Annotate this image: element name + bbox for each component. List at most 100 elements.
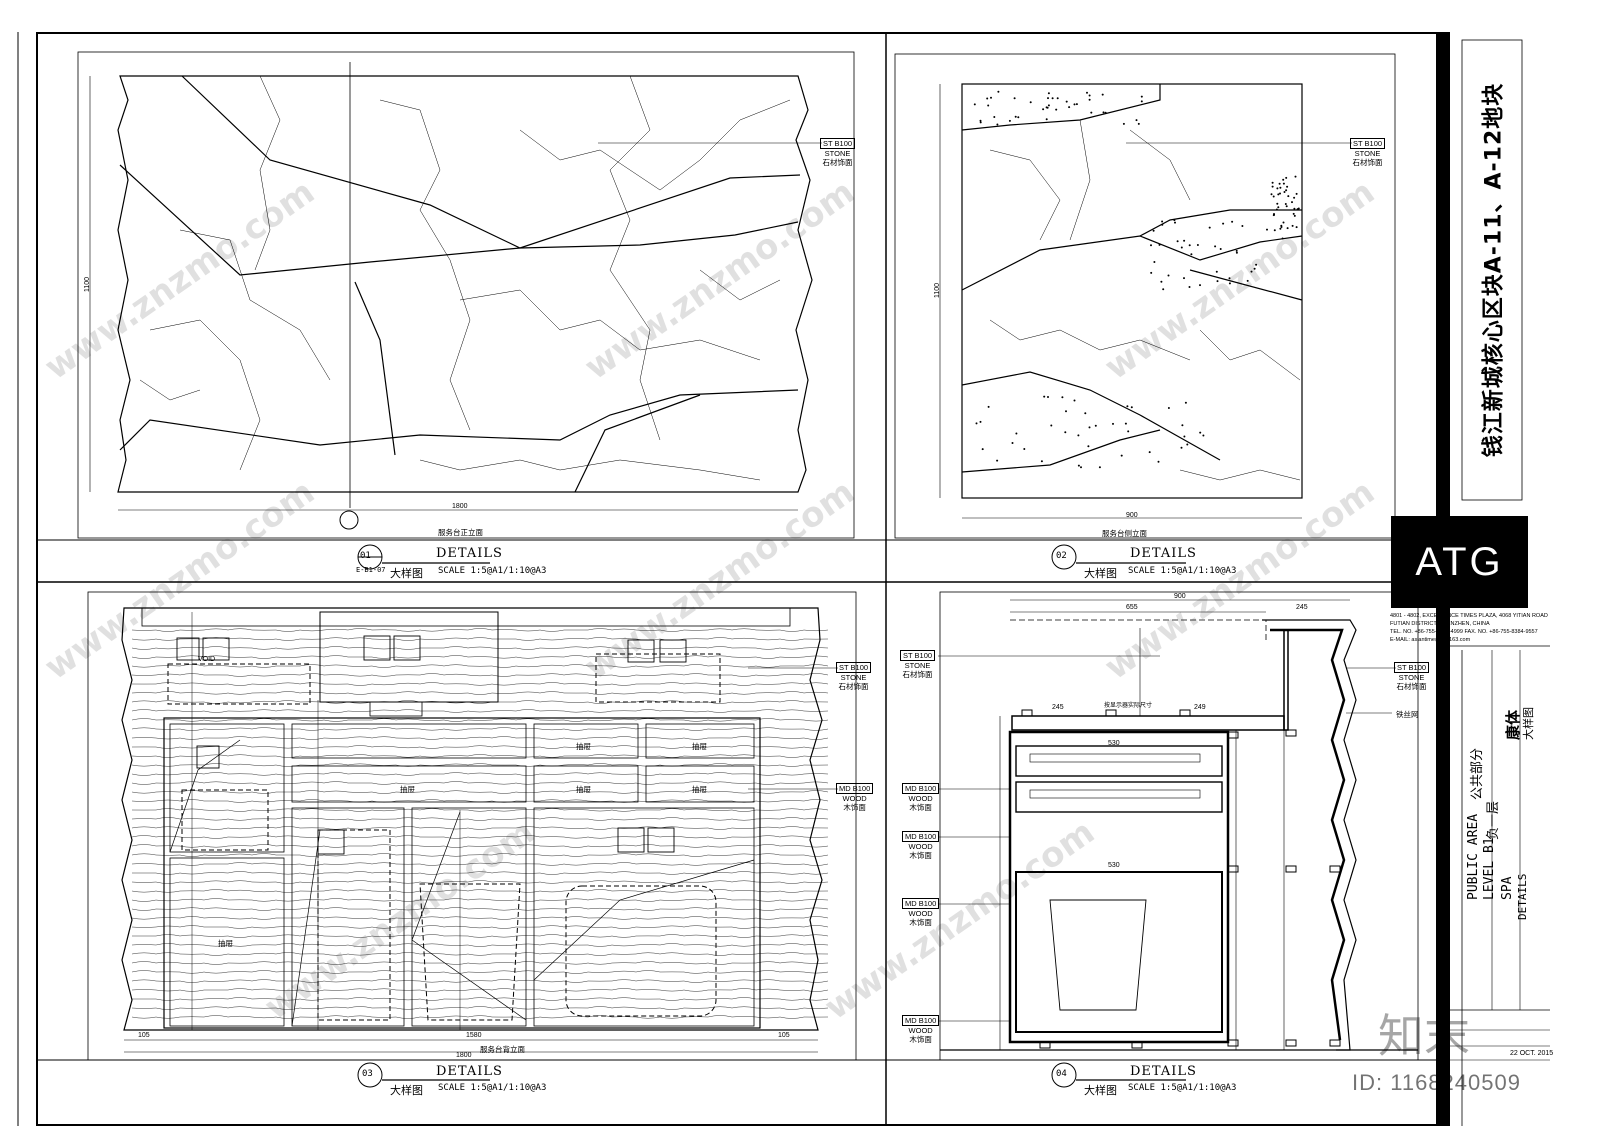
stone-speckle xyxy=(1153,261,1156,263)
stone-speckle xyxy=(1215,270,1218,273)
stone-speckle xyxy=(1293,196,1296,199)
stone-speckle xyxy=(1271,185,1274,188)
panel-01-drawing-name: 服务台正立面 xyxy=(438,528,483,537)
level-en: LEVEL B1 xyxy=(1482,837,1497,900)
stone-speckle xyxy=(1088,98,1091,101)
wood-grain-line xyxy=(131,925,829,929)
wood-grain-line xyxy=(131,745,829,749)
stone-speckle xyxy=(1253,267,1256,270)
material-code: MD B100 xyxy=(902,1015,940,1026)
stone-speckle xyxy=(1277,193,1280,196)
stone-speckle xyxy=(1295,192,1298,195)
panel-03-width-dim: 1800 xyxy=(456,1052,472,1059)
stone-speckle xyxy=(1174,221,1176,224)
wood-grain-line xyxy=(131,844,829,848)
stone-speckle xyxy=(1040,460,1043,463)
stone-speckle xyxy=(981,448,984,451)
stone-speckle xyxy=(1045,106,1048,109)
stone-speckle xyxy=(1270,193,1273,196)
wood-grain-line xyxy=(131,943,829,947)
drawer-label: 抽屉 xyxy=(692,742,707,751)
wood-grain-line xyxy=(131,691,829,695)
stone-speckle xyxy=(1294,175,1297,178)
wood-grain-line xyxy=(131,727,829,731)
wood-grain-line xyxy=(131,646,829,650)
stone-speckle xyxy=(1276,187,1279,190)
stone-speckle xyxy=(990,96,992,99)
stone-speckle xyxy=(1246,279,1249,282)
stone-speckle xyxy=(979,420,982,423)
stone-speckle xyxy=(1293,214,1296,217)
monitor-note: 按显示器实际尺寸 xyxy=(1104,703,1153,709)
panel-04-dim-655: 655 xyxy=(1126,604,1138,611)
wood-grain-line xyxy=(131,790,829,794)
wood-grain-line xyxy=(131,799,829,803)
panel-03-title-cn: 大样图 xyxy=(390,1084,423,1097)
stone-speckle xyxy=(1124,422,1127,425)
stone-speckle xyxy=(1196,244,1199,246)
wood-grain-line xyxy=(131,754,829,758)
stone-speckle xyxy=(1272,195,1275,198)
stone-speckle xyxy=(996,459,999,462)
watermark-id: ID: 1168240509 xyxy=(1352,1070,1521,1095)
stone-speckle xyxy=(1055,108,1058,111)
drawer-label: 抽屉 xyxy=(218,939,233,948)
company-address: 4801 - 4802, EXCELLENCE TIMES PLAZA, 406… xyxy=(1390,612,1550,644)
stone-tag: ST B100 STONE 石材饰面 xyxy=(900,650,936,679)
wood-grain-line xyxy=(131,898,829,902)
stone-speckle xyxy=(1065,100,1068,103)
stone-speckle xyxy=(1077,464,1080,467)
stone-speckle xyxy=(1075,103,1078,106)
stone-speckle xyxy=(1280,224,1283,227)
stone-speckle xyxy=(1061,396,1064,399)
material-cn: 木饰面 xyxy=(909,803,932,812)
wood-grain-line xyxy=(132,997,829,1001)
stone-speckle xyxy=(1241,225,1244,227)
panel-01-height-dim: 1100 xyxy=(84,276,91,292)
stone-speckle xyxy=(1231,220,1234,223)
stone-speckle xyxy=(1176,240,1179,243)
stone-speckle xyxy=(1291,201,1293,204)
panel-02-title-cn: 大样图 xyxy=(1084,567,1117,580)
stone-speckle xyxy=(1104,111,1107,114)
stone-speckle xyxy=(1180,246,1183,249)
stone-speckle xyxy=(1013,97,1016,100)
stone-tag: ST B100 STONE 石材饰面 xyxy=(836,662,872,691)
stone-speckle xyxy=(1090,111,1093,114)
panel-04-title-en: DETAILS xyxy=(1130,1064,1197,1079)
stone-speckle xyxy=(1042,108,1045,111)
stone-speckle xyxy=(1101,93,1104,96)
stone-speckle xyxy=(1190,253,1193,256)
material-en: WOOD xyxy=(842,794,867,803)
stone-speckle xyxy=(1161,223,1164,226)
panel-02-title-en: DETAILS xyxy=(1130,546,1197,561)
material-cn: 石材饰面 xyxy=(838,682,869,691)
stone-speckle xyxy=(1271,181,1274,184)
stone-speckle xyxy=(987,104,990,107)
material-code: MD B100 xyxy=(902,898,940,909)
stone-speckle xyxy=(1008,119,1011,122)
material-en: WOOD xyxy=(908,1026,933,1035)
stone-speckle xyxy=(1285,205,1288,208)
stone-speckle xyxy=(1160,280,1163,283)
material-en: STONE xyxy=(1354,149,1381,158)
wood-grain-line xyxy=(131,952,829,956)
stone-speckle xyxy=(1047,97,1049,100)
wood-grain-line xyxy=(131,718,829,722)
watermark-brand: 知末 xyxy=(1378,1009,1470,1063)
stone-speckle xyxy=(1137,122,1140,125)
stone-speckle xyxy=(1112,422,1114,425)
stone-speckle xyxy=(1065,410,1067,413)
wood-grain-line xyxy=(131,772,829,776)
wood-grain-line xyxy=(131,979,829,983)
material-cn: 木饰面 xyxy=(843,803,866,812)
stone-speckle xyxy=(1047,396,1049,398)
stone-speckle xyxy=(1152,229,1155,232)
stone-speckle xyxy=(987,405,990,408)
address-line: E-MAIL: asiantime@vip.163.com xyxy=(1390,637,1471,643)
stone-speckle xyxy=(1130,406,1133,409)
stone-tag: ST B100 STONE 石材饰面 xyxy=(820,138,856,167)
panel-04-scale: SCALE 1:5@A1/1:10@A3 xyxy=(1128,1083,1237,1093)
material-code: ST B100 xyxy=(836,662,872,673)
stone-speckle xyxy=(1284,203,1287,205)
